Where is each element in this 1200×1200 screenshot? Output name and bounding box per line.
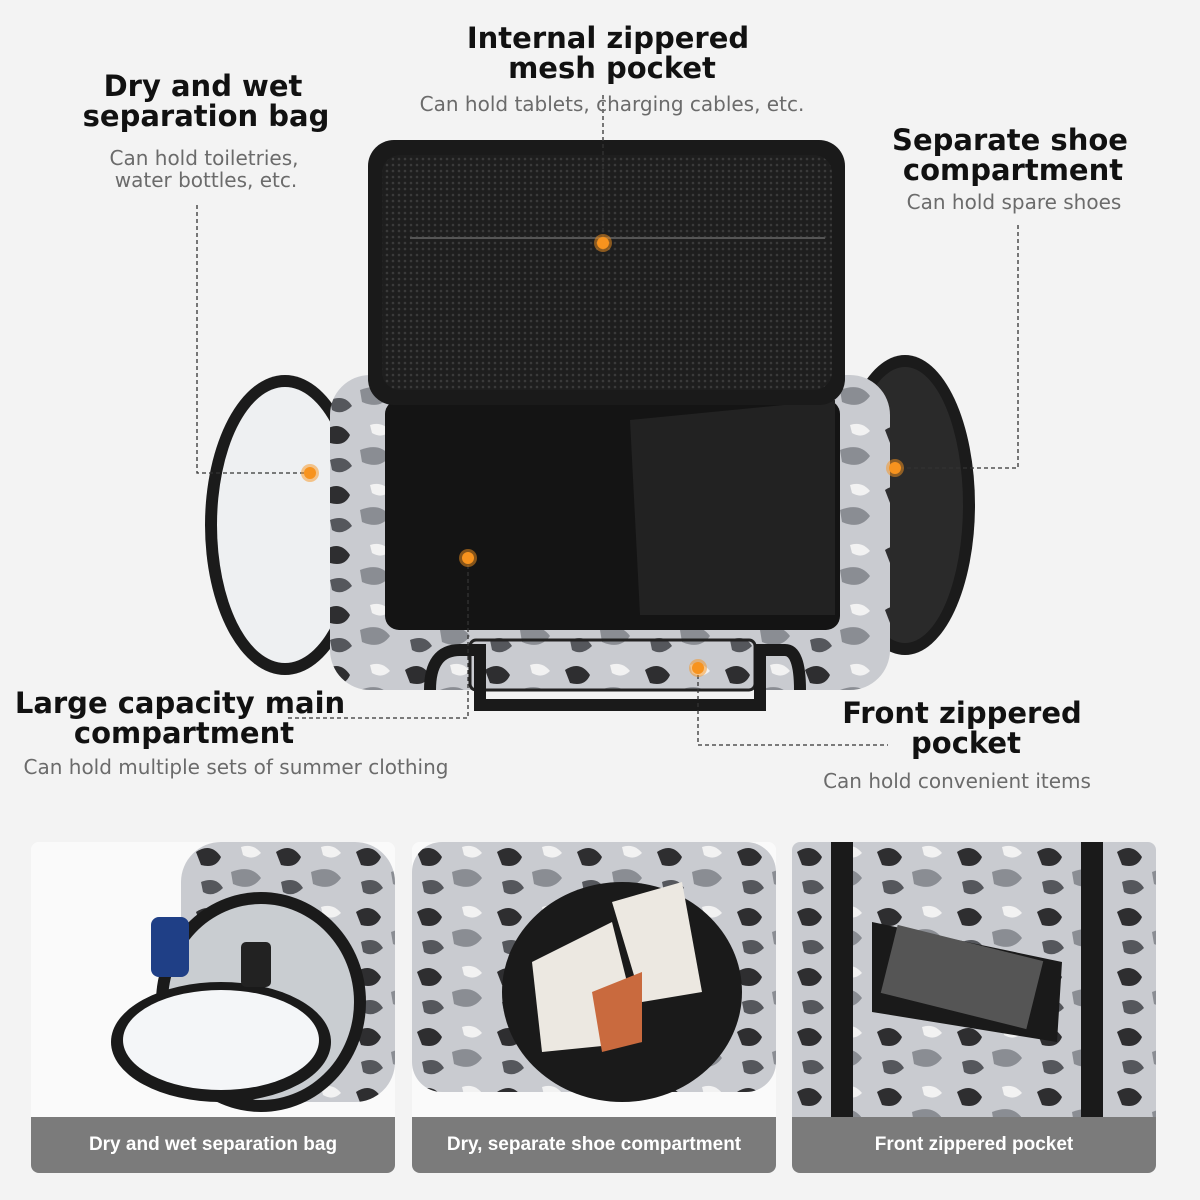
callout-shoe-title-1: Separate shoe bbox=[892, 123, 1128, 157]
front-pocket-photo bbox=[792, 842, 1156, 1117]
card-drywet: Dry and wet separation bag bbox=[31, 842, 395, 1173]
bag-illustration bbox=[196, 95, 1019, 746]
card-front: Front zippered pocket bbox=[792, 842, 1156, 1173]
callout-main-title-1: Large capacity main bbox=[14, 686, 346, 720]
callout-main-title-2: compartment bbox=[73, 716, 295, 750]
card-caption: Front zippered pocket bbox=[792, 1117, 1156, 1173]
callout-mesh-title-2: mesh pocket bbox=[508, 51, 716, 85]
callout-front-sub: Can hold convenient items bbox=[823, 769, 1091, 793]
card-shoe: Dry, separate shoe compartment bbox=[412, 842, 776, 1173]
callout-shoe-title-2: compartment bbox=[902, 153, 1124, 187]
card-caption: Dry and wet separation bag bbox=[31, 1117, 395, 1173]
callout-shoe-sub: Can hold spare shoes bbox=[906, 190, 1122, 214]
marker-dots bbox=[301, 234, 904, 677]
callout-drywet-sub-2: water bottles, etc. bbox=[114, 168, 298, 192]
callout-mesh-sub: Can hold tablets, charging cables, etc. bbox=[419, 92, 805, 116]
callout-front-title-1: Front zippered bbox=[842, 696, 1082, 730]
callout-main-sub: Can hold multiple sets of summer clothin… bbox=[23, 755, 449, 779]
drywet-photo bbox=[31, 842, 395, 1117]
callout-drywet-title-2: separation bag bbox=[82, 99, 330, 133]
callout-drywet-title-1: Dry and wet bbox=[103, 69, 303, 103]
shoe-photo bbox=[412, 842, 776, 1117]
callout-front-title-2: pocket bbox=[911, 726, 1021, 760]
leader-lines bbox=[196, 95, 1019, 746]
card-caption: Dry, separate shoe compartment bbox=[412, 1117, 776, 1173]
callout-drywet-sub-1: Can hold toiletries, bbox=[109, 146, 299, 170]
callout-mesh-title-1: Internal zippered bbox=[466, 21, 750, 55]
